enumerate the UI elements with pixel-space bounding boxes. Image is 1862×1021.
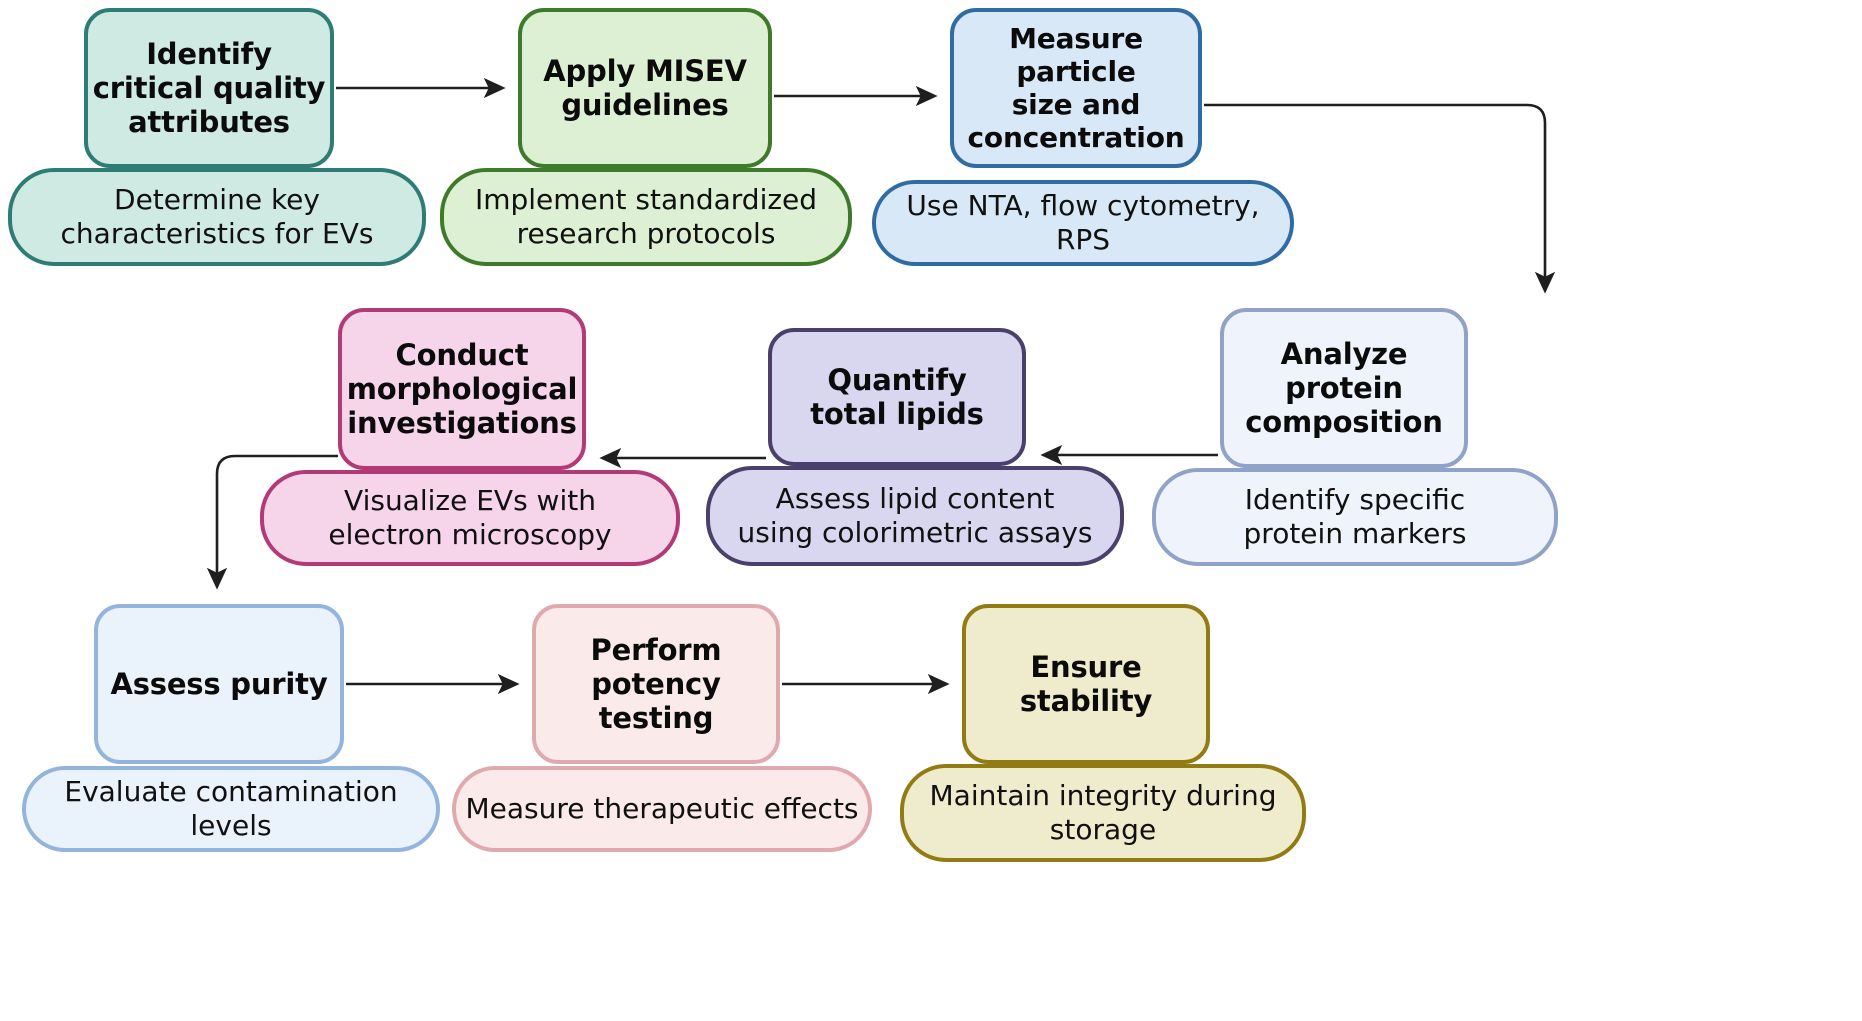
node-title-quantify-total-lipids[interactable]: Quantify total lipids	[768, 328, 1026, 466]
subtitle-text: Determine key characteristics for EVs	[60, 183, 374, 250]
title-text: Ensure stability	[1019, 649, 1153, 718]
node-subtitle-quantify-total-lipids: Assess lipid content using colorimetric …	[706, 466, 1124, 566]
subtitle-text: Measure therapeutic effects	[465, 792, 859, 826]
node-title-measure-particle-size-and-concentration[interactable]: Measure particle size and concentration	[950, 8, 1202, 168]
subtitle-text: Evaluate contamination levels	[64, 775, 398, 842]
subtitle-text: Maintain integrity during storage	[929, 779, 1277, 846]
title-text: Perform potency testing	[590, 632, 722, 736]
node-title-conduct-morphological-investigations[interactable]: Conduct morphological investigations	[338, 308, 586, 470]
node-subtitle-measure-particle-size-and-concentration: Use NTA, flow cytometry, RPS	[872, 180, 1294, 266]
node-title-perform-potency-testing[interactable]: Perform potency testing	[532, 604, 780, 764]
title-text: Measure particle size and concentration	[967, 21, 1185, 155]
subtitle-text: Assess lipid content using colorimetric …	[737, 482, 1093, 549]
title-text: Quantify total lipids	[810, 362, 984, 431]
node-subtitle-analyze-protein-composition: Identify specific protein markers	[1152, 468, 1558, 566]
node-title-ensure-stability[interactable]: Ensure stability	[962, 604, 1210, 764]
title-text: Identify critical quality attributes	[92, 36, 326, 140]
node-title-apply-misev-guidelines[interactable]: Apply MISEV guidelines	[518, 8, 772, 168]
node-subtitle-apply-misev-guidelines: Implement standardized research protocol…	[440, 168, 852, 266]
subtitle-text: Identify specific protein markers	[1243, 483, 1467, 550]
node-subtitle-perform-potency-testing: Measure therapeutic effects	[452, 766, 872, 852]
title-text: Analyze protein composition	[1245, 336, 1443, 440]
title-text: Conduct morphological investigations	[346, 337, 578, 441]
title-text: Apply MISEV guidelines	[543, 53, 747, 122]
subtitle-text: Implement standardized research protocol…	[474, 183, 818, 250]
node-subtitle-ensure-stability: Maintain integrity during storage	[900, 764, 1306, 862]
node-subtitle-conduct-morphological-investigations: Visualize EVs with electron microscopy	[260, 470, 680, 566]
node-title-analyze-protein-composition[interactable]: Analyze protein composition	[1220, 308, 1468, 468]
subtitle-text: Use NTA, flow cytometry, RPS	[906, 189, 1260, 256]
node-subtitle-identify-critical-quality-attributes: Determine key characteristics for EVs	[8, 168, 426, 266]
node-title-assess-purity[interactable]: Assess purity	[94, 604, 344, 764]
title-text: Assess purity	[110, 666, 328, 701]
node-title-identify-critical-quality-attributes[interactable]: Identify critical quality attributes	[84, 8, 334, 168]
subtitle-text: Visualize EVs with electron microscopy	[328, 484, 612, 551]
node-subtitle-assess-purity: Evaluate contamination levels	[22, 766, 440, 852]
